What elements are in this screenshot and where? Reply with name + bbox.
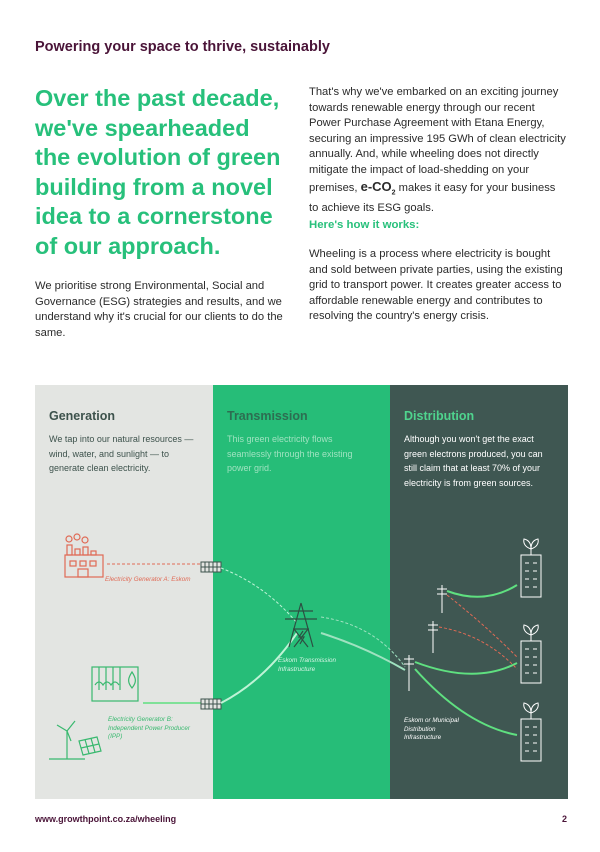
footer-url-link[interactable]: www.growthpoint.co.za/wheeling	[35, 814, 177, 824]
distribution-dashed-line	[320, 616, 406, 668]
generation-body: We tap into our natural resources — wind…	[49, 434, 194, 474]
eco2-main: e-CO	[360, 178, 392, 194]
eco2-brand: e-CO2	[360, 178, 396, 197]
transmission-title: Transmission	[227, 409, 308, 423]
wheeling-diagram: Generation We tap into our natural resou…	[35, 385, 568, 799]
caption-generator-a: Electricity Generator A: Eskom	[105, 576, 191, 583]
how-it-works-heading: Here's how it works:	[309, 219, 420, 231]
eco2-sub: 2	[391, 189, 396, 197]
transmission-dashed-line	[220, 567, 298, 624]
wind-turbine-icon	[49, 720, 85, 760]
solar-panel-icon	[78, 736, 102, 756]
ppa-text-b: makes it easy for your business to achie…	[309, 181, 556, 214]
pole-icon	[404, 585, 447, 691]
distribution-green-line	[320, 632, 406, 671]
distribution-title: Distribution	[404, 409, 475, 423]
hydro-dam-icon	[91, 666, 139, 702]
intro-paragraph: We prioritise strong Environmental, Soci…	[35, 280, 283, 339]
ppa-paragraph: That's why we've embarked on an exciting…	[309, 85, 567, 216]
eskom-feed-dashed	[446, 594, 518, 658]
ppa-text-a: That's why we've embarked on an exciting…	[309, 86, 566, 194]
eskom-feed-dashed-2	[438, 626, 518, 670]
feed-line-low	[414, 668, 518, 736]
caption-distribution: Eskom or Municipal Distribution Infrastr…	[404, 717, 459, 741]
diagram-illustration	[49, 533, 542, 762]
page-number: 2	[562, 814, 568, 824]
factory-icon	[64, 533, 104, 578]
generation-title: Generation	[49, 409, 115, 423]
headline: Over the past decade, we've spearheaded …	[35, 85, 281, 259]
substation-b-icon	[200, 698, 222, 710]
feed-line-mid	[414, 661, 518, 675]
pylon-icon	[285, 602, 317, 648]
distribution-body: Although you won't get the exact green e…	[404, 434, 543, 488]
wheeling-paragraph: Wheeling is a process where electricity …	[309, 248, 563, 323]
feed-line-top	[446, 584, 518, 598]
substation-a-icon	[200, 561, 222, 573]
page-kicker: Powering your space to thrive, sustainab…	[35, 39, 330, 55]
transmission-panel: Transmission This green electricity flow…	[213, 385, 390, 799]
building-icon	[520, 538, 542, 762]
distribution-panel: Distribution Although you won't get the …	[390, 385, 568, 799]
transmission-body: This green electricity flows seamlessly …	[227, 434, 353, 474]
caption-transmission: Eskom Transmission Infrastructure	[278, 657, 336, 673]
caption-generator-b: Electricity Generator B: Independent Pow…	[108, 716, 190, 740]
